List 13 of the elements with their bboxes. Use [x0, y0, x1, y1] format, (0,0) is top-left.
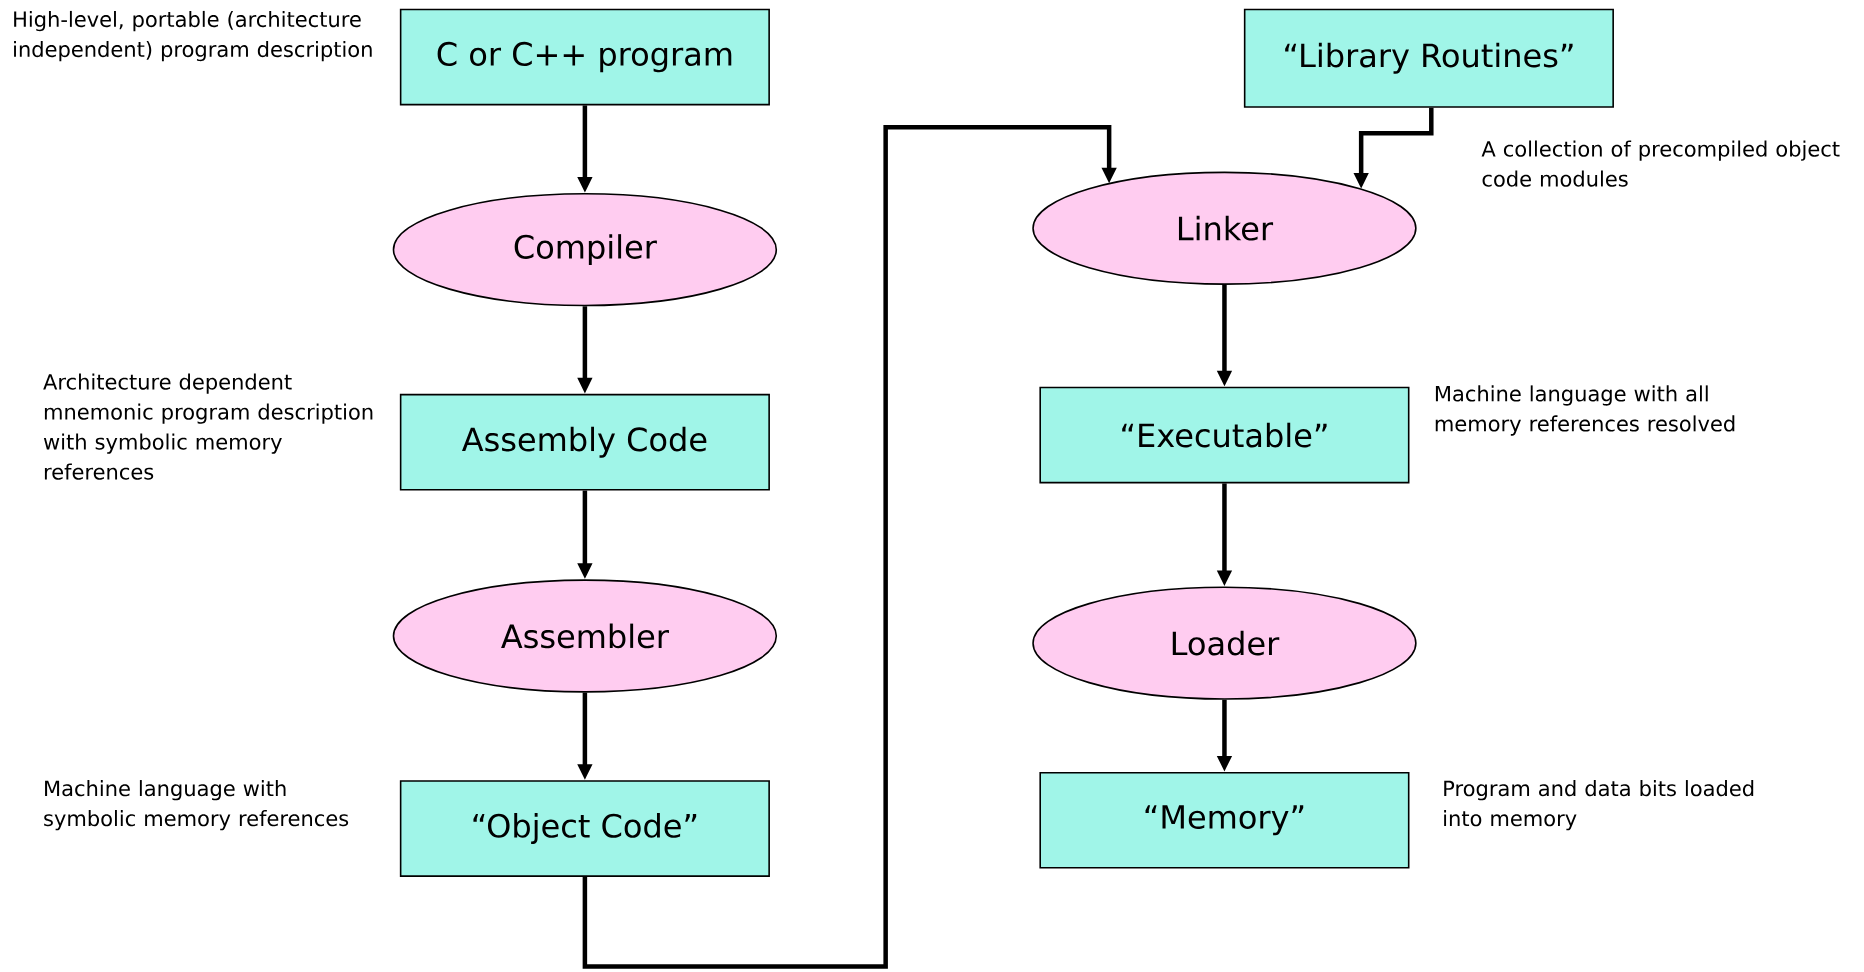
process-box: “Executable”: [1039, 386, 1410, 484]
arrow: [582, 124, 1117, 969]
annotation-text: Architecture dependent mnemonic program description with symbolic memory references: [43, 373, 373, 480]
annotation-text: A collection of precompiled object code modules: [1481, 140, 1840, 187]
process-box: “Object Code”: [399, 780, 770, 877]
process-box: “Memory”: [1039, 771, 1410, 869]
annotation-text: High-level, portable (architecture independent) program description: [14, 10, 372, 62]
process-box: Assembly Code: [399, 393, 770, 491]
process-box: “Library Routines”: [1243, 8, 1614, 108]
process-box: C or C++ program: [399, 8, 770, 106]
annotation-text: Program and data bits loaded into memory: [1444, 780, 1754, 831]
annotation-text: Machine language with all memory references resolved: [1435, 385, 1735, 436]
annotation-text: Machine language with symbolic memory references: [44, 780, 349, 831]
